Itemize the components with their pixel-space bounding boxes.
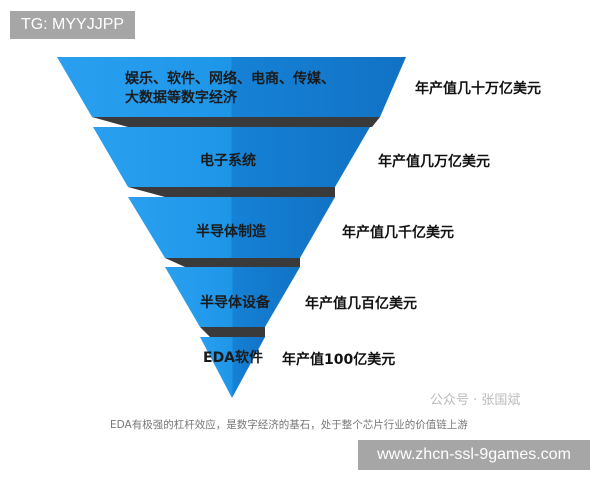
level-2-shadow — [128, 187, 335, 197]
level-2-shape — [93, 127, 370, 187]
level-1-label-line2: 大数据等数字经济 — [125, 90, 237, 106]
level-4-shape — [165, 267, 300, 327]
level-3-value: 年产值几千亿美元 — [342, 225, 454, 241]
level-2-value: 年产值几万亿美元 — [378, 154, 490, 170]
level-3-shape — [128, 197, 335, 258]
tg-badge: TG: MYYJJPP — [10, 11, 135, 39]
level-1-label-line1: 娱乐、软件、网络、电商、传媒、 — [125, 71, 335, 87]
level-1-value: 年产值几十万亿美元 — [415, 81, 541, 97]
level-4-shadow — [200, 327, 265, 337]
level-1-label: 娱乐、软件、网络、电商、传媒、 大数据等数字经济 — [125, 70, 335, 108]
level-5-value: 年产值100亿美元 — [282, 352, 396, 368]
level-4-label: 半导体设备 — [200, 295, 270, 311]
level-4-value: 年产值几百亿美元 — [305, 296, 417, 312]
level-1-shape — [57, 57, 406, 117]
level-5-shape — [200, 337, 265, 398]
level-1-shadow — [92, 117, 380, 127]
watermark: 公众号 · 张国斌 — [430, 393, 521, 408]
level-5-label: EDA软件 — [203, 350, 264, 366]
url-banner: www.zhcn-ssl-9games.com — [358, 440, 590, 470]
level-2-label: 电子系统 — [200, 153, 256, 169]
level-3-label: 半导体制造 — [196, 224, 266, 240]
caption: EDA有极强的杠杆效应，是数字经济的基石，处于整个芯片行业的价值链上游 — [110, 419, 468, 431]
level-3-shadow — [165, 258, 300, 267]
